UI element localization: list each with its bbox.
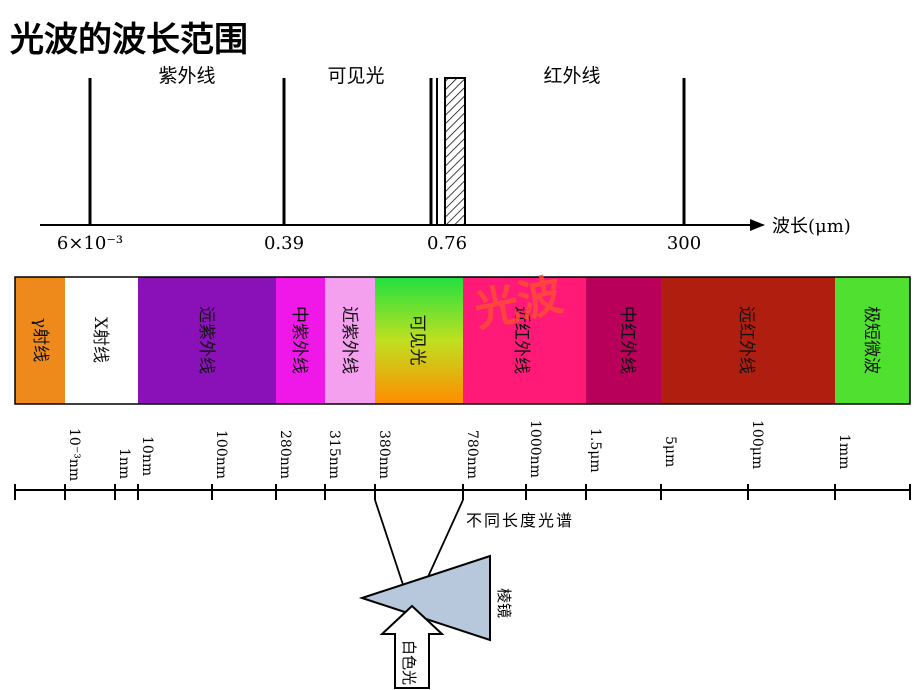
region-label-ir: 红外线 bbox=[543, 65, 600, 87]
spectrum-bar: γ射线 X射线 远紫外线 中紫外线 近紫外线 可见光 近红外线 中红外线 远红外… bbox=[14, 269, 911, 405]
band-label: 远紫外线 bbox=[196, 306, 216, 374]
tick-label: 300 bbox=[667, 233, 701, 254]
tick-label: 0.39 bbox=[264, 233, 304, 254]
axis-arrowhead bbox=[750, 219, 765, 231]
band-label: 近红外线 bbox=[511, 306, 531, 374]
scale-label: 10nm bbox=[139, 436, 155, 476]
band-far-ir bbox=[661, 277, 835, 404]
band-label: 中紫外线 bbox=[289, 306, 309, 374]
region-label-visible: 可见光 bbox=[327, 65, 384, 87]
scale-label: 5μm bbox=[662, 436, 678, 467]
white-light-label: 白色光 bbox=[400, 640, 418, 685]
band-visible bbox=[375, 277, 463, 404]
band-label: 可见光 bbox=[407, 315, 427, 366]
band-mid-uv bbox=[276, 277, 325, 404]
top-wavelength-diagram: 紫外线 可见光 红外线 6×10⁻³ 0.39 0.76 300 波长(μm) bbox=[40, 65, 851, 254]
band-label: 中红外线 bbox=[617, 306, 637, 374]
spectrum-caption: 不同长度光谱 bbox=[466, 511, 574, 530]
band-far-uv bbox=[138, 277, 276, 404]
scale-label: 1mm bbox=[836, 434, 852, 469]
band-near-ir bbox=[463, 277, 586, 404]
spectrum-border bbox=[14, 276, 911, 405]
white-light-arrow bbox=[379, 604, 445, 689]
band-label: 远红外线 bbox=[736, 306, 756, 374]
band-label: X射线 bbox=[90, 317, 110, 363]
band-gamma bbox=[15, 277, 65, 404]
axis-label: 波长(μm) bbox=[772, 216, 851, 237]
prism-diagram: 不同长度光谱 棱镜 白色光 bbox=[358, 499, 574, 689]
scale-label: 10⁻³nm bbox=[66, 428, 82, 481]
scale-label: 100μm bbox=[749, 420, 765, 469]
band-near-uv bbox=[325, 277, 375, 404]
transition-hatch bbox=[444, 77, 466, 226]
region-label-uv: 紫外线 bbox=[158, 65, 215, 87]
band-microwave bbox=[835, 277, 910, 404]
prism-label: 棱镜 bbox=[495, 588, 513, 618]
scale-label: 315nm bbox=[326, 430, 342, 479]
tick-label: 0.76 bbox=[427, 233, 467, 254]
band-label: 近紫外线 bbox=[339, 306, 359, 374]
band-xray bbox=[65, 277, 138, 404]
scale-label: 1000nm bbox=[527, 420, 543, 478]
tick-label: 6×10⁻³ bbox=[57, 233, 123, 254]
band-label: γ射线 bbox=[30, 318, 50, 362]
scale-label: 1nm bbox=[116, 448, 132, 479]
scale-label: 780nm bbox=[464, 430, 480, 479]
page-title: 光波的波长范围 bbox=[10, 20, 248, 60]
scale-label: 1.5μm bbox=[587, 428, 603, 473]
scale-ruler: 10⁻³nm 1nm 10nm 100nm 280nm 315nm 380nm … bbox=[14, 420, 911, 500]
band-mid-ir bbox=[586, 277, 661, 404]
scale-label: 100nm bbox=[213, 430, 229, 479]
scale-label: 380nm bbox=[376, 430, 392, 479]
band-label: 极短微波 bbox=[861, 306, 881, 374]
scale-label: 280nm bbox=[277, 430, 293, 479]
